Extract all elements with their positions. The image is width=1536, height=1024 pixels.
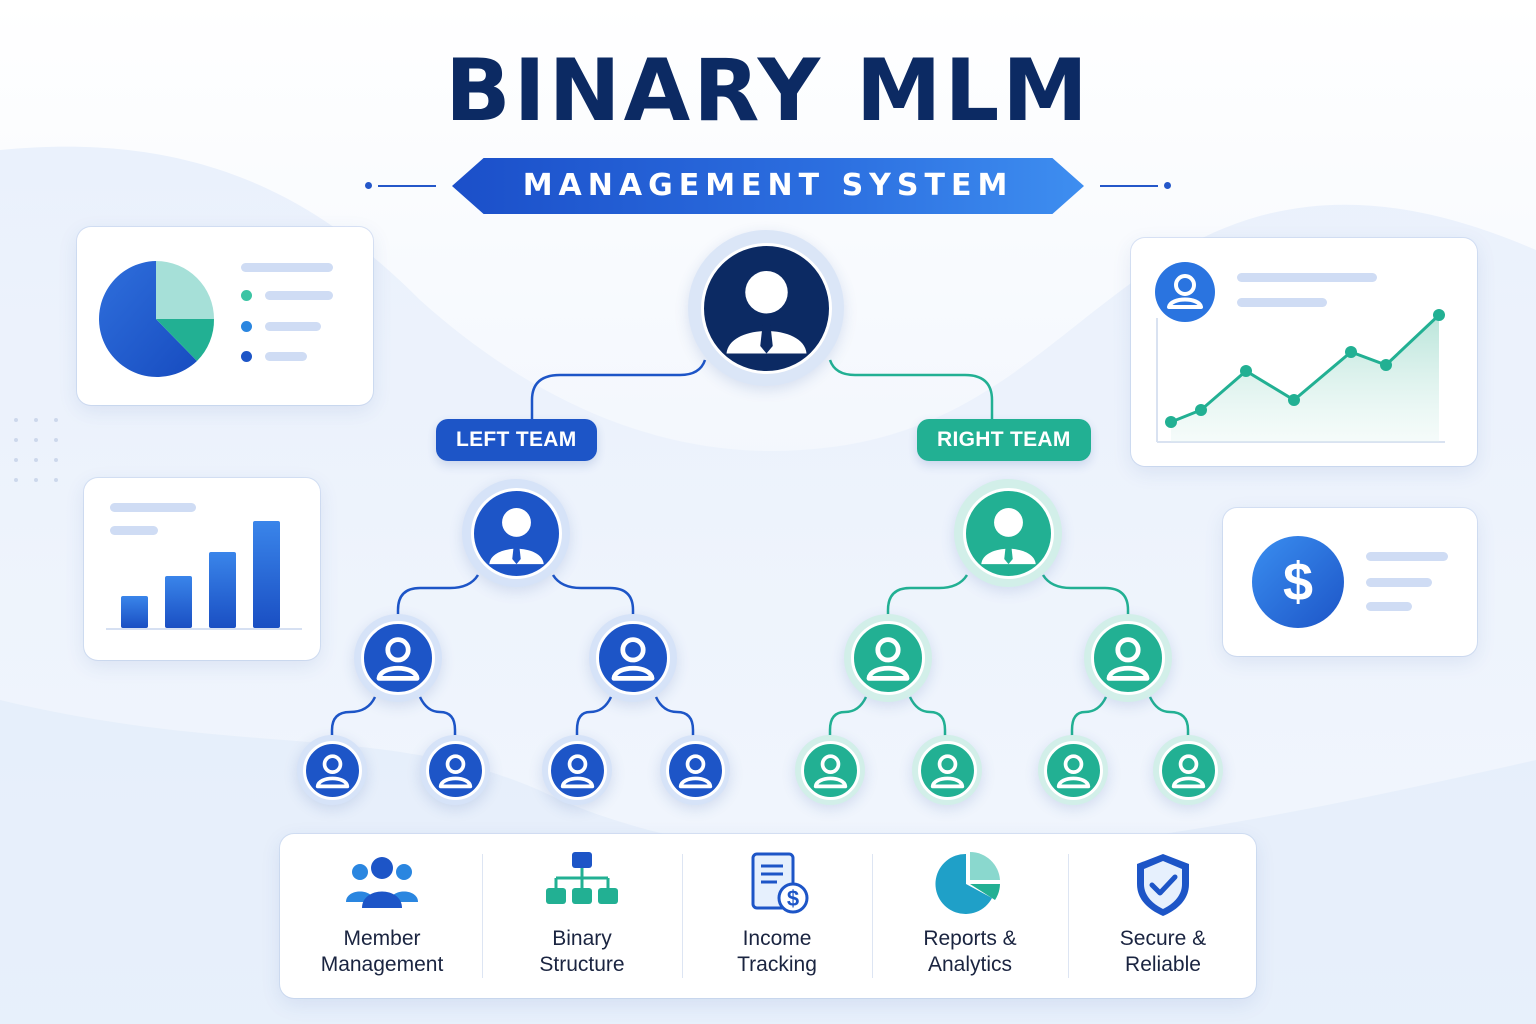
growth-chart-widget — [1131, 238, 1477, 466]
left-member-node[interactable] — [297, 735, 367, 805]
members-icon — [346, 857, 418, 908]
feature-label: Structure — [539, 953, 625, 976]
placeholder-line — [1366, 602, 1412, 611]
legend-bullet — [241, 290, 252, 301]
placeholder-line — [1366, 552, 1448, 561]
left-member-node[interactable] — [542, 735, 612, 805]
user-icon — [726, 270, 806, 353]
pie-chart-icon — [935, 852, 1000, 914]
dollar-icon: $ — [1252, 536, 1344, 628]
user-icon — [1171, 753, 1205, 788]
placeholder-line — [265, 322, 321, 331]
user-icon — [1106, 637, 1150, 681]
feature-label: Reliable — [1125, 953, 1201, 976]
decor-dot — [365, 182, 372, 189]
user-icon — [813, 753, 847, 788]
left-team-label: LEFT TEAM — [436, 419, 597, 461]
shield-check-icon — [1137, 854, 1189, 916]
divider — [872, 854, 873, 978]
right-member-node[interactable] — [912, 735, 982, 805]
user-icon — [611, 637, 655, 681]
feature-label: Member — [343, 927, 421, 950]
invoice-dollar-icon: $ — [751, 852, 809, 914]
subtitle: MANAGEMENT SYSTEM — [452, 158, 1084, 214]
placeholder-line — [1237, 298, 1327, 307]
user-icon — [376, 637, 420, 681]
feature-label: Income — [742, 927, 812, 950]
feature-label: Secure & — [1119, 927, 1207, 950]
divider — [682, 854, 683, 978]
left-member-node[interactable] — [354, 614, 442, 702]
hierarchy-icon — [546, 852, 618, 904]
divider — [1068, 854, 1069, 978]
pie-chart-icon — [99, 261, 215, 377]
right-member-node[interactable] — [1038, 735, 1108, 805]
placeholder-line — [1237, 273, 1377, 282]
user-icon — [560, 753, 594, 788]
left-member-node[interactable] — [660, 735, 730, 805]
feature-label: Reports & — [923, 927, 1017, 950]
bar-chart-widget — [84, 478, 320, 660]
right-team-leader-node[interactable] — [954, 479, 1062, 587]
right-member-node[interactable] — [844, 614, 932, 702]
placeholder-line — [110, 503, 196, 512]
user-icon — [930, 753, 964, 788]
user-icon — [488, 507, 544, 564]
user-icon — [866, 637, 910, 681]
legend-bullet — [241, 321, 252, 332]
right-member-node[interactable] — [795, 735, 865, 805]
subtitle-banner: MANAGEMENT SYSTEM — [0, 158, 1536, 214]
placeholder-line — [1366, 578, 1432, 587]
page-title: BINARY MLM — [445, 41, 1091, 141]
feature-label: Binary — [552, 927, 612, 950]
placeholder-line — [265, 291, 333, 300]
feature-label: Analytics — [927, 953, 1013, 976]
left-team-leader-node[interactable] — [462, 479, 570, 587]
left-member-node[interactable] — [589, 614, 677, 702]
feature-label: Management — [320, 953, 444, 976]
svg-text:$: $ — [787, 886, 799, 911]
decor-line — [378, 185, 436, 187]
bar-chart-icon — [106, 521, 302, 630]
feature-secure-reliable: Secure & Reliable — [1070, 834, 1256, 998]
pie-chart-widget — [77, 227, 373, 405]
user-avatar-icon — [1155, 262, 1215, 322]
placeholder-line — [241, 263, 333, 272]
divider — [482, 854, 483, 978]
right-team-label: RIGHT TEAM — [917, 419, 1091, 461]
user-icon — [980, 507, 1036, 564]
earnings-widget: $ — [1223, 508, 1477, 656]
placeholder-line — [110, 526, 158, 535]
legend-bullet — [241, 351, 252, 362]
user-icon — [438, 753, 472, 788]
decor-line — [1100, 185, 1158, 187]
placeholder-line — [265, 352, 307, 361]
left-member-node[interactable] — [420, 735, 490, 805]
user-icon — [315, 753, 349, 788]
line-chart-icon — [1156, 309, 1445, 443]
right-member-node[interactable] — [1153, 735, 1223, 805]
feature-reports-analytics: Reports & Analytics — [874, 834, 1066, 998]
user-icon — [678, 753, 712, 788]
feature-label: Tracking — [737, 953, 817, 976]
user-icon — [1056, 753, 1090, 788]
root-member-node[interactable] — [688, 230, 844, 386]
right-member-node[interactable] — [1084, 614, 1172, 702]
decor-dot — [1164, 182, 1171, 189]
